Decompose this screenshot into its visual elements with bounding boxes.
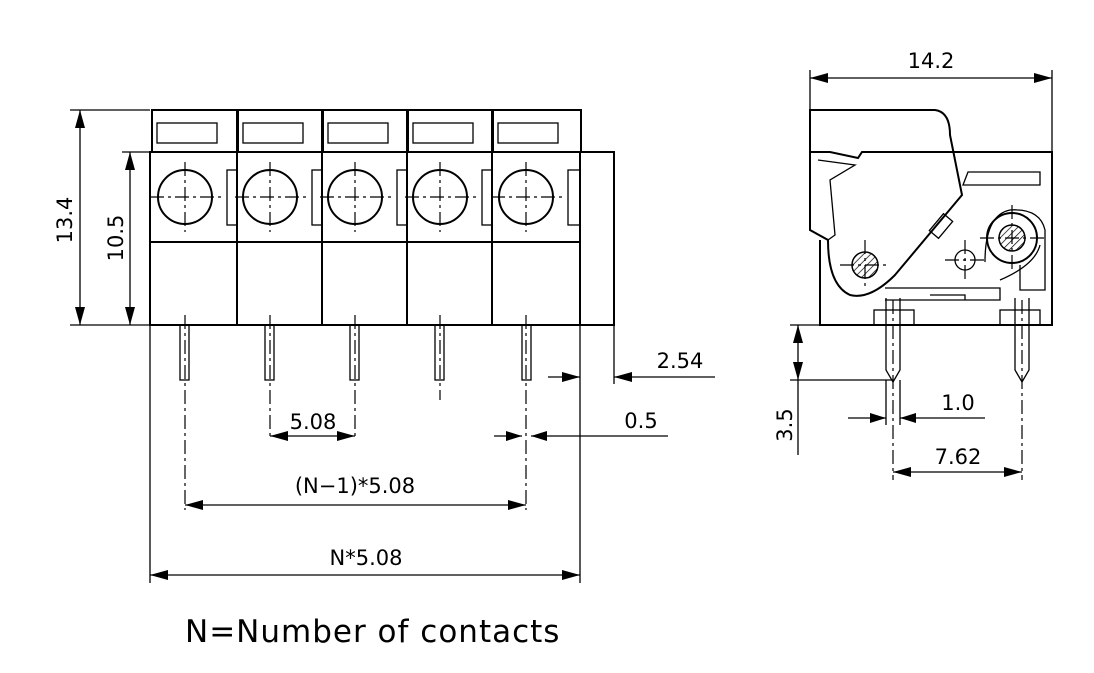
contact-hole <box>320 162 392 232</box>
dim-pin-row-spacing: 7.62 <box>893 445 1022 477</box>
pins <box>179 315 532 510</box>
contact-hole <box>491 162 563 232</box>
dim-body-height: 10.5 <box>104 151 150 325</box>
dim-label-14-2: 14.2 <box>908 49 955 73</box>
dim-overall-depth: 14.2 <box>809 49 1053 152</box>
lever <box>809 109 964 297</box>
dim-label-body-width: N*5.08 <box>330 546 403 570</box>
dim-label-0-5: 0.5 <box>624 409 657 433</box>
dim-pin-width: 0.5 <box>494 409 668 441</box>
dim-pin-offset: 2.54 <box>548 325 715 384</box>
dim-label-13-4: 13.4 <box>53 197 77 244</box>
dim-label-7-62: 7.62 <box>935 445 982 469</box>
contact-hole <box>150 162 222 232</box>
dim-label-2-54: 2.54 <box>657 349 704 373</box>
dim-pitch: 5.08 <box>270 410 355 441</box>
contact-hole <box>235 162 307 232</box>
dim-pin-thickness: 1.0 <box>848 380 985 425</box>
terminal-body <box>149 151 615 326</box>
lever-housings <box>151 109 582 153</box>
contacts-note: N=Number of contacts <box>185 614 560 650</box>
dim-overall-height: 13.4 <box>53 109 150 326</box>
dim-label-5-08: 5.08 <box>290 410 337 434</box>
dim-label-pin-span: (N−1)*5.08 <box>295 474 415 498</box>
dim-pin-length: 3.5 <box>773 324 893 455</box>
dim-pin-span: (N−1)*5.08 <box>185 474 526 510</box>
dim-label-10-5: 10.5 <box>104 215 128 262</box>
front-view: 13.4 10.5 2.54 0.5 <box>53 109 715 583</box>
side-view: 14.2 3.5 1.0 7.62 <box>773 49 1053 480</box>
contact-hole <box>405 162 477 232</box>
dim-label-3-5: 3.5 <box>773 408 797 441</box>
contact-holes <box>150 162 563 232</box>
dim-body-width: N*5.08 <box>149 325 581 583</box>
dim-label-1-0: 1.0 <box>941 391 974 415</box>
